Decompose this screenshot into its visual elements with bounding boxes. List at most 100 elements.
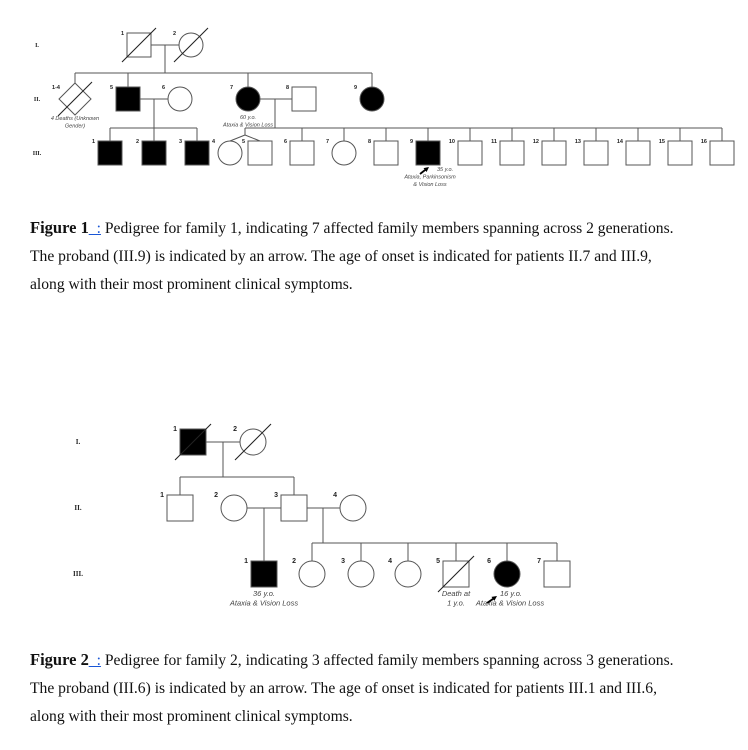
individual-number: 2 bbox=[292, 558, 296, 565]
individual-number: 3 bbox=[274, 492, 278, 499]
individual-iii-4: 4 bbox=[212, 139, 243, 166]
individual-ii-9: 9 bbox=[354, 85, 385, 112]
individual-number: 2 bbox=[214, 492, 218, 499]
male-symbol bbox=[97, 140, 123, 166]
individual-iii-15: 15 bbox=[659, 139, 693, 166]
male-symbol bbox=[583, 140, 609, 166]
figure1-caption-line2: The proband (III.9) is indicated by an a… bbox=[30, 248, 652, 265]
male-symbol bbox=[457, 140, 483, 166]
generation-label: I. bbox=[35, 43, 39, 49]
clinical-annotation: Ataxia, Parkinsonism bbox=[403, 175, 456, 181]
individual-iii-10: 10 bbox=[449, 139, 483, 166]
individual-number: 7 bbox=[326, 139, 329, 145]
female-symbol bbox=[217, 140, 243, 166]
female-symbol bbox=[359, 86, 385, 112]
figure2-label: Figure 2 bbox=[30, 650, 89, 669]
individual-number: 5 bbox=[110, 85, 113, 91]
generation-label: III. bbox=[73, 570, 83, 578]
figure1-caption-separator[interactable]: _: bbox=[88, 220, 101, 237]
female-symbol bbox=[235, 86, 261, 112]
individual-iii-16: 16 bbox=[701, 139, 735, 166]
individual-number: 1 bbox=[92, 139, 95, 145]
individual-number: 12 bbox=[533, 139, 539, 145]
individual-number: 8 bbox=[286, 85, 289, 91]
generation-label: I. bbox=[76, 438, 81, 446]
individual-number: 2 bbox=[173, 31, 176, 37]
clinical-annotation: 60 y.o. bbox=[240, 115, 256, 121]
individual-number: 4 bbox=[388, 558, 392, 565]
proband-arrow-icon bbox=[486, 596, 497, 604]
male-symbol bbox=[247, 140, 273, 166]
figure1-caption: Figure 1_: Pedigree for family 1, indica… bbox=[30, 214, 730, 299]
deceased-slash bbox=[121, 27, 157, 63]
clinical-annotation: 35 y.o. bbox=[437, 167, 453, 173]
generation-label: II. bbox=[34, 97, 41, 103]
individual-number: 1 bbox=[173, 426, 177, 433]
individual-ii-4: 4 bbox=[333, 492, 367, 522]
figure2-caption-separator[interactable]: _: bbox=[88, 652, 101, 669]
female-symbol bbox=[331, 140, 357, 166]
individual-iii-5: 5 bbox=[242, 139, 273, 166]
individual-iii-9: 9 bbox=[410, 139, 441, 166]
proband-arrow-icon bbox=[419, 167, 429, 175]
clinical-annotation: 4 Deaths (Unknown bbox=[51, 116, 99, 122]
individual-number: 11 bbox=[491, 139, 497, 145]
individual-iii-6: 6 bbox=[487, 558, 521, 588]
individual-number: 14 bbox=[617, 139, 624, 145]
individual-number: 6 bbox=[284, 139, 287, 145]
figure2-caption-line2: The proband (III.6) is indicated by an a… bbox=[30, 680, 657, 697]
male-symbol bbox=[250, 560, 278, 588]
individual-i-2: 2 bbox=[233, 423, 272, 461]
clinical-annotation: 36 y.o. bbox=[253, 589, 275, 598]
individual-iii-7: 7 bbox=[326, 139, 357, 166]
individual-number: 9 bbox=[410, 139, 413, 145]
individual-ii-1: 1 bbox=[160, 492, 194, 522]
female-symbol bbox=[394, 560, 422, 588]
male-symbol bbox=[625, 140, 651, 166]
female-symbol bbox=[347, 560, 375, 588]
male-symbol bbox=[291, 86, 317, 112]
figure1-caption-line3: along with their most prominent clinical… bbox=[30, 276, 353, 293]
figure1-caption-line1: Pedigree for family 1, indicating 7 affe… bbox=[100, 220, 674, 237]
individual-number: 3 bbox=[341, 558, 345, 565]
individual-ii-3: 3 bbox=[274, 492, 308, 522]
individual-ii-2: 2 bbox=[214, 492, 248, 522]
individual-iii-13: 13 bbox=[575, 139, 609, 166]
individual-number: 6 bbox=[162, 85, 165, 91]
individual-number: 1 bbox=[244, 558, 248, 565]
male-symbol bbox=[166, 494, 194, 522]
figure2-caption: Figure 2_: Pedigree for family 2, indica… bbox=[30, 646, 730, 731]
individual-iii-11: 11 bbox=[491, 139, 525, 166]
female-symbol bbox=[339, 494, 367, 522]
individual-iii-5: 5 bbox=[436, 555, 475, 593]
individual-number: 4 bbox=[333, 492, 337, 499]
individual-iii-4: 4 bbox=[388, 558, 422, 588]
male-symbol bbox=[667, 140, 693, 166]
individual-i-1: 1 bbox=[121, 27, 157, 63]
individual-i-1: 1 bbox=[173, 423, 212, 461]
male-symbol bbox=[541, 140, 567, 166]
female-symbol bbox=[220, 494, 248, 522]
male-symbol bbox=[543, 560, 571, 588]
individual-number: 16 bbox=[701, 139, 707, 145]
individual-iii-7: 7 bbox=[537, 558, 571, 588]
deceased-slash bbox=[173, 27, 209, 63]
clinical-annotation: & Vision Loss bbox=[413, 182, 446, 188]
female-symbol bbox=[298, 560, 326, 588]
generation-label: II. bbox=[74, 504, 81, 512]
individual-number: 5 bbox=[242, 139, 245, 145]
individual-ii-7: 7 bbox=[230, 85, 261, 112]
individual-iii-1: 1 bbox=[92, 139, 123, 166]
individual-number: 9 bbox=[354, 85, 357, 91]
male-symbol bbox=[709, 140, 735, 166]
individual-iii-6: 6 bbox=[284, 139, 315, 166]
clinical-annotation: 1 y.o. bbox=[447, 599, 465, 608]
individual-iii-14: 14 bbox=[617, 139, 651, 166]
male-symbol bbox=[115, 86, 141, 112]
individual-number: 7 bbox=[537, 558, 541, 565]
pedigree-line bbox=[229, 134, 246, 142]
male-symbol bbox=[289, 140, 315, 166]
clinical-annotation: Ataxia & Vision Loss bbox=[222, 123, 273, 129]
